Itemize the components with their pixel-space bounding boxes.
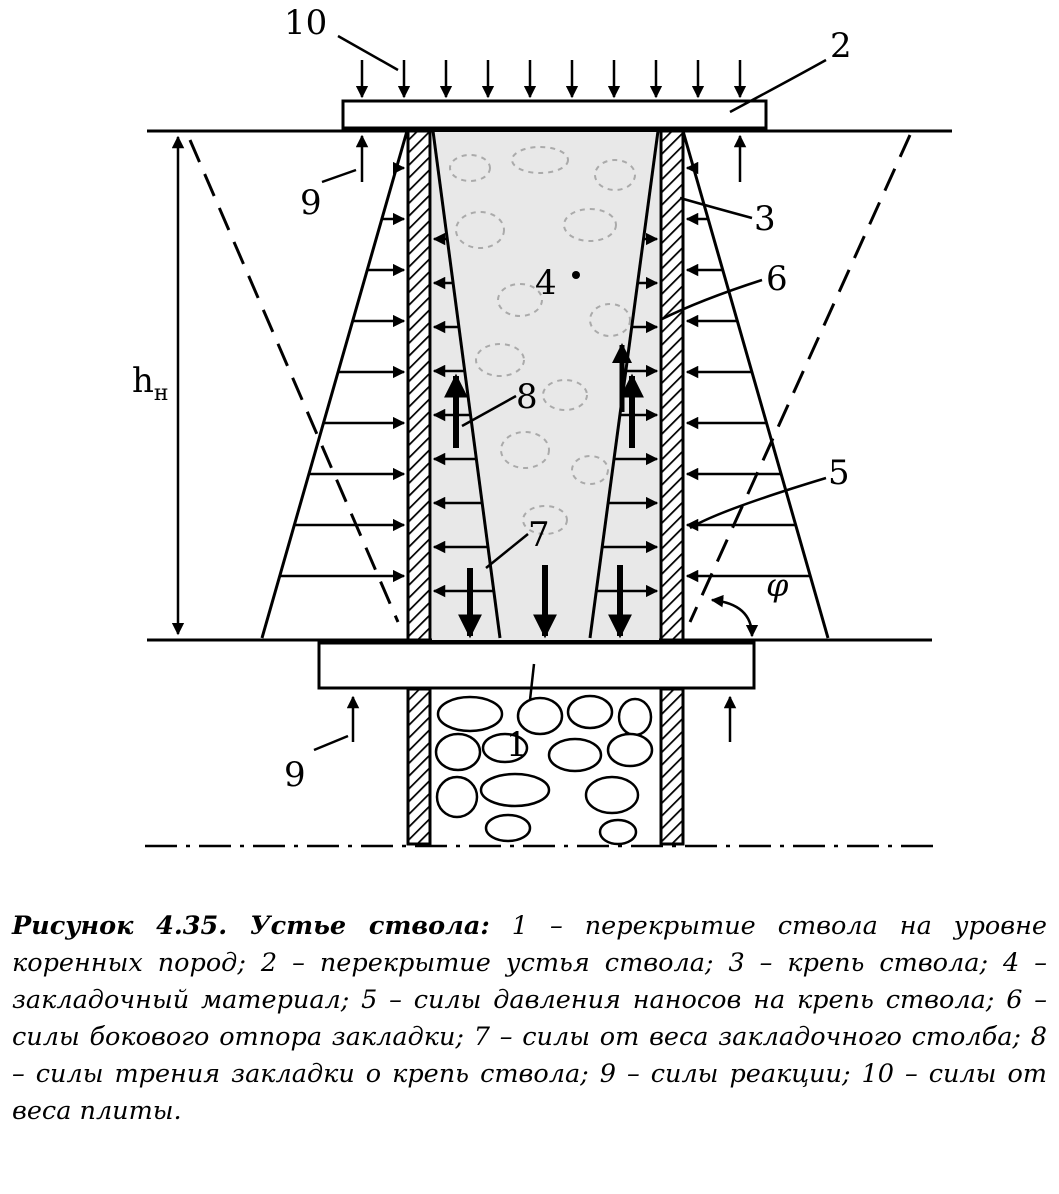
leader-lines [313,34,827,752]
backfill-marker-dot [572,271,580,279]
angle-label: φ [766,566,789,604]
label-6: 6 [766,259,788,299]
shaft-collar-diagram: hн φ 10 2 9 3 4 6 8 5 7 1 9 [132,3,952,848]
label-10: 10 [284,3,327,43]
slope-dashed-left [188,139,400,623]
shaft-lining-right-upper [659,129,685,643]
bedrock-slab [317,641,756,690]
reaction-arrows [346,134,747,742]
label-5: 5 [828,453,850,493]
slab-weight-arrows [355,60,747,99]
label-2: 2 [830,26,852,66]
soil-pressure-arrows [279,161,811,583]
rubble-stones [434,694,654,846]
shaft-lining-left-upper [406,129,432,643]
caption-prefix: Рисунок 4.35. [12,911,250,941]
label-1: 1 [506,725,528,765]
figure-caption: Рисунок 4.35. Устье ствола: 1 – перекрыт… [12,908,1047,1130]
shaft-lining-left-lower [406,687,432,846]
collar-slab [341,99,768,130]
backfill-pattern [449,146,636,535]
pressure-diagram-right [681,130,830,639]
label-4: 4 [535,263,557,303]
caption-body: 1 – перекрытие ствола на уровне коренных… [12,911,1047,1126]
caption-title: Устье ствола: [249,911,490,941]
angle-arc [710,594,759,638]
label-8: 8 [516,377,538,417]
fill-weight-arrows [458,565,632,639]
label-3: 3 [754,199,776,239]
label-9-bottom: 9 [284,755,306,795]
slope-dashed-right [688,134,912,623]
fill-support-arrows [432,232,659,598]
shaft-lining-right-lower [659,687,685,846]
height-label: hн [132,361,169,406]
pressure-diagram-left [260,130,409,639]
label-7: 7 [528,515,550,555]
friction-arrows [444,343,644,448]
label-9-top: 9 [300,183,322,223]
